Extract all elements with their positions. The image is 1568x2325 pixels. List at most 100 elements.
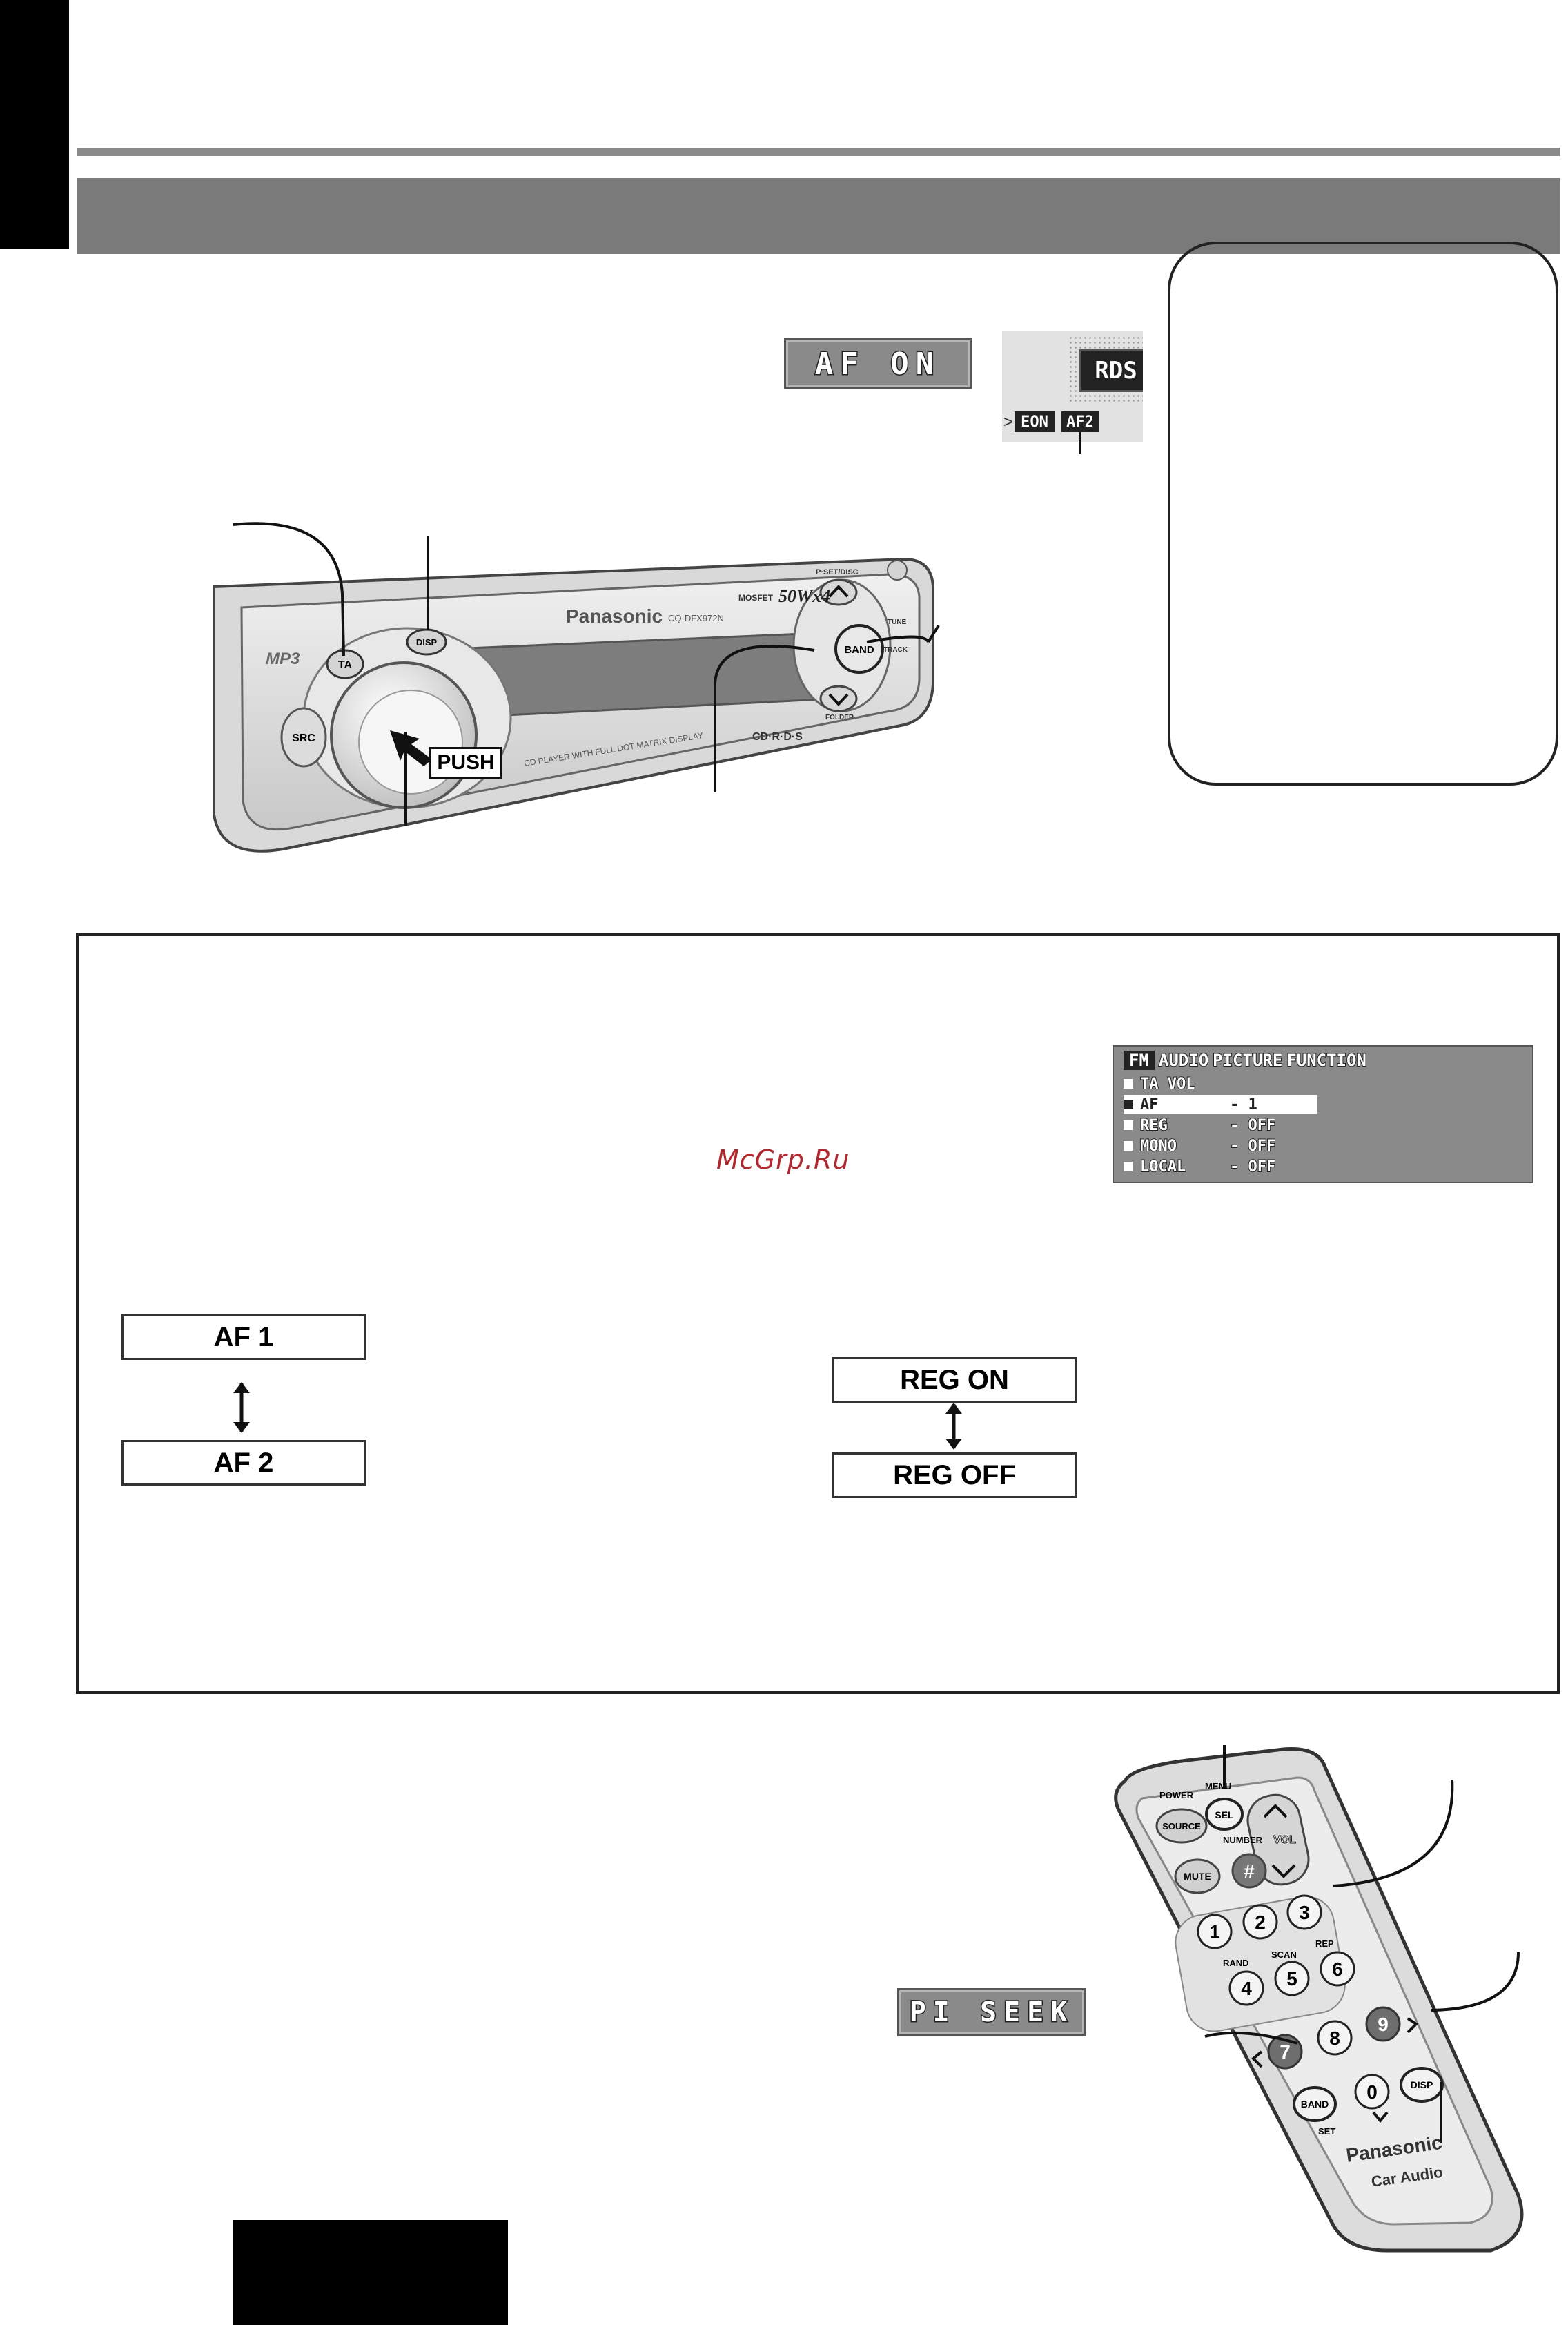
af2-pointer-line-ext <box>1079 440 1081 454</box>
head-unit-leaders <box>233 522 940 826</box>
row-label: REG <box>1139 1116 1168 1135</box>
rep-label: REP <box>1315 1938 1334 1949</box>
tab-function[interactable]: FUNCTION <box>1286 1050 1367 1071</box>
band-remote-leader <box>1204 2031 1298 2045</box>
src-button-label: SRC <box>292 732 315 744</box>
row-value: - OFF <box>1229 1158 1276 1176</box>
head-unit-illustration: SRC TA DISP BAND Panasonic CQ-DFX972N MO… <box>213 557 934 853</box>
row-value: - 1 <box>1230 1096 1257 1113</box>
remote-band-label: BAND <box>1301 2099 1329 2110</box>
header-rule <box>77 148 1560 156</box>
row-bullet <box>1124 1079 1133 1089</box>
scan-label: SCAN <box>1271 1949 1297 1960</box>
lcd-af-on: AF ON <box>784 338 972 389</box>
eon-badge: EON <box>1015 411 1055 432</box>
digit-2-button[interactable] <box>1242 1904 1278 1940</box>
digit-5-button[interactable] <box>1274 1961 1310 1996</box>
digit-4-label: 4 <box>1241 1978 1252 1999</box>
tab-audio[interactable]: AUDIO <box>1158 1050 1209 1071</box>
digit-6-button[interactable] <box>1320 1951 1355 1987</box>
tuning-leader <box>714 645 815 792</box>
digit-9-button[interactable] <box>1365 2006 1401 2042</box>
digit-1-label: 1 <box>1209 1921 1220 1943</box>
menu-row[interactable]: TA VOL <box>1124 1074 1524 1093</box>
rds-badge: RDS <box>1079 349 1143 392</box>
row-bullet <box>1124 1141 1133 1151</box>
digit-2-label: 2 <box>1255 1911 1266 1933</box>
row-bullet <box>1124 1162 1133 1171</box>
settings-section-box <box>76 933 1560 1694</box>
remote-number-symbol: # <box>1244 1860 1255 1882</box>
header-bar <box>77 178 1560 254</box>
pset-up-button[interactable] <box>819 578 858 606</box>
af1-mode-box: AF 1 <box>121 1314 366 1360</box>
section-tab <box>0 0 69 249</box>
open-button[interactable] <box>887 560 908 581</box>
model-label: CQ-DFX972N <box>668 613 724 623</box>
pset-label: P·SET/DISC <box>816 568 859 576</box>
digit-3-button[interactable] <box>1286 1894 1322 1930</box>
reg-off-box: REG OFF <box>832 1452 1077 1498</box>
track-label: TRACK <box>883 646 908 654</box>
menu-row[interactable]: LOCAL - OFF <box>1124 1157 1524 1176</box>
remote-source-label: SOURCE <box>1162 1821 1201 1831</box>
chevron-down-icon <box>1372 2111 1389 2123</box>
reg-toggle-arrow-icon <box>945 1403 962 1450</box>
set-down-button[interactable] <box>819 685 858 712</box>
digit-0-label: 0 <box>1366 2081 1378 2103</box>
remote-leaders <box>1204 1745 1520 2143</box>
band-button[interactable] <box>834 624 884 674</box>
cdrds-logo: CD·R·D·S <box>752 731 803 743</box>
ta-button[interactable] <box>326 649 364 679</box>
row-label: MONO <box>1139 1137 1177 1156</box>
mp3-logo: MP3 <box>266 650 300 668</box>
chevron-left-icon <box>1251 2050 1263 2068</box>
push-label: PUSH <box>429 747 502 779</box>
tab-picture[interactable]: PICTURE <box>1212 1050 1283 1071</box>
digit-0-button[interactable] <box>1354 2074 1390 2110</box>
af2-text: AF2 <box>1066 413 1094 431</box>
row-value: - OFF <box>1229 1116 1276 1135</box>
digit-8-button[interactable] <box>1317 2020 1353 2056</box>
band-leader <box>866 635 930 643</box>
folder-label: FOLDER <box>825 714 854 721</box>
remote-mute-label: MUTE <box>1184 1871 1211 1882</box>
remote-mute-button[interactable] <box>1174 1858 1221 1894</box>
ta-button-label: TA <box>338 659 353 671</box>
menu-row[interactable]: MONO - OFF <box>1124 1136 1524 1156</box>
vol-up-icon <box>1263 1804 1288 1818</box>
digit-5-label: 5 <box>1286 1968 1297 1990</box>
fm-menu-screen: FM AUDIO PICTURE FUNCTION TA VOL AF - 1 … <box>1113 1045 1533 1183</box>
remote-source-button[interactable] <box>1155 1808 1208 1844</box>
brand-label: Panasonic <box>566 605 663 627</box>
rds-arrow-tip: > <box>1003 413 1014 431</box>
menu-row-selected[interactable]: AF - 1 <box>1124 1095 1317 1114</box>
digit-9-label: 9 <box>1378 2014 1389 2035</box>
remote-number-button[interactable] <box>1231 1853 1267 1889</box>
vol-down-icon <box>1271 1864 1296 1878</box>
chevron-right-icon <box>1407 2017 1419 2034</box>
push-arrow-icon <box>390 730 432 766</box>
chevron-up-icon <box>828 585 849 598</box>
eon-text: EON <box>1021 413 1048 431</box>
digit-1-button[interactable] <box>1197 1914 1233 1949</box>
remote-sel-label: SEL <box>1215 1809 1234 1820</box>
digit-4-button[interactable] <box>1228 1970 1264 2006</box>
power-label: 50Wx4 <box>778 586 830 606</box>
ta-leader <box>233 522 345 656</box>
row-label: LOCAL <box>1139 1158 1186 1176</box>
remote-disp-label: DISP <box>1411 2079 1433 2090</box>
digit-3-label: 3 <box>1299 1902 1310 1923</box>
menu-row[interactable]: REG - OFF <box>1124 1116 1524 1135</box>
tab-fm[interactable]: FM <box>1124 1051 1155 1070</box>
remote-band-button[interactable] <box>1293 2086 1337 2122</box>
reg-on-text: REG ON <box>900 1364 1009 1395</box>
reg-off-text: REG OFF <box>893 1459 1016 1490</box>
remote-control-illustration: SOURCE POWER SEL MENU VOL MUTE # NUMBER … <box>1114 1747 1524 2253</box>
rds-badge-text: RDS <box>1095 357 1137 385</box>
remote-sel-button[interactable] <box>1205 1798 1244 1831</box>
digit-8-label: 8 <box>1329 2027 1340 2049</box>
keypad-leader <box>1333 1779 1454 1887</box>
src-button[interactable] <box>280 707 327 768</box>
reg-on-box: REG ON <box>832 1357 1077 1403</box>
